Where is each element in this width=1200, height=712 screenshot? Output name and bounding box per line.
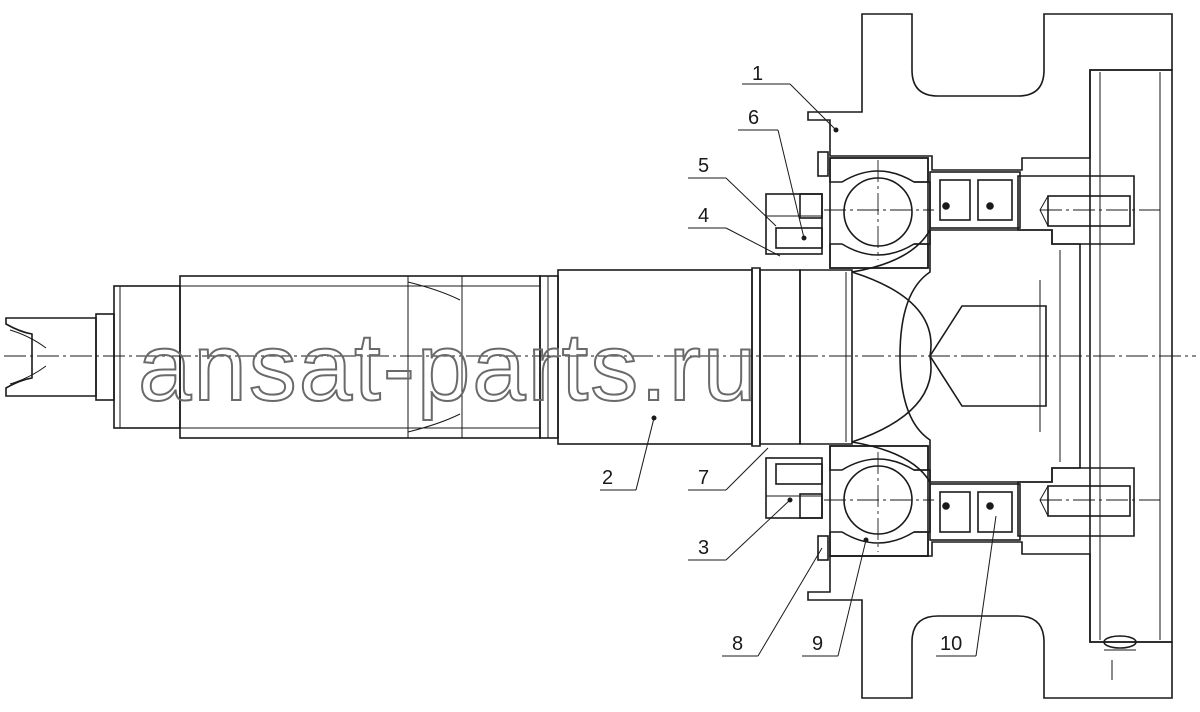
hub-cup: [851, 175, 1135, 537]
watermark-text: ansat-parts.ru: [138, 314, 758, 421]
callout-7: 7: [698, 467, 709, 489]
callout-leaders: [600, 83, 997, 657]
callout-numbers: 1 2 3 4 5 6 7 8 9 10: [602, 63, 962, 655]
nut-lower: [765, 457, 823, 519]
bearing-lower: [829, 445, 931, 557]
bearing-upper: [829, 157, 931, 269]
callout-6: 6: [748, 107, 759, 129]
callout-4: 4: [698, 205, 709, 227]
callout-8: 8: [732, 633, 743, 655]
callout-5: 5: [698, 155, 709, 177]
seal-upper: [929, 171, 1021, 229]
seal-lower: [929, 483, 1021, 541]
nut-upper: [765, 193, 823, 255]
callout-1: 1: [752, 63, 763, 85]
callout-10: 10: [940, 633, 962, 655]
callout-2: 2: [602, 467, 613, 489]
center-lines: [4, 160, 1196, 552]
retaining-ring: [817, 151, 829, 561]
callout-9: 9: [812, 633, 823, 655]
callout-3: 3: [698, 537, 709, 559]
shaft: [5, 267, 853, 447]
